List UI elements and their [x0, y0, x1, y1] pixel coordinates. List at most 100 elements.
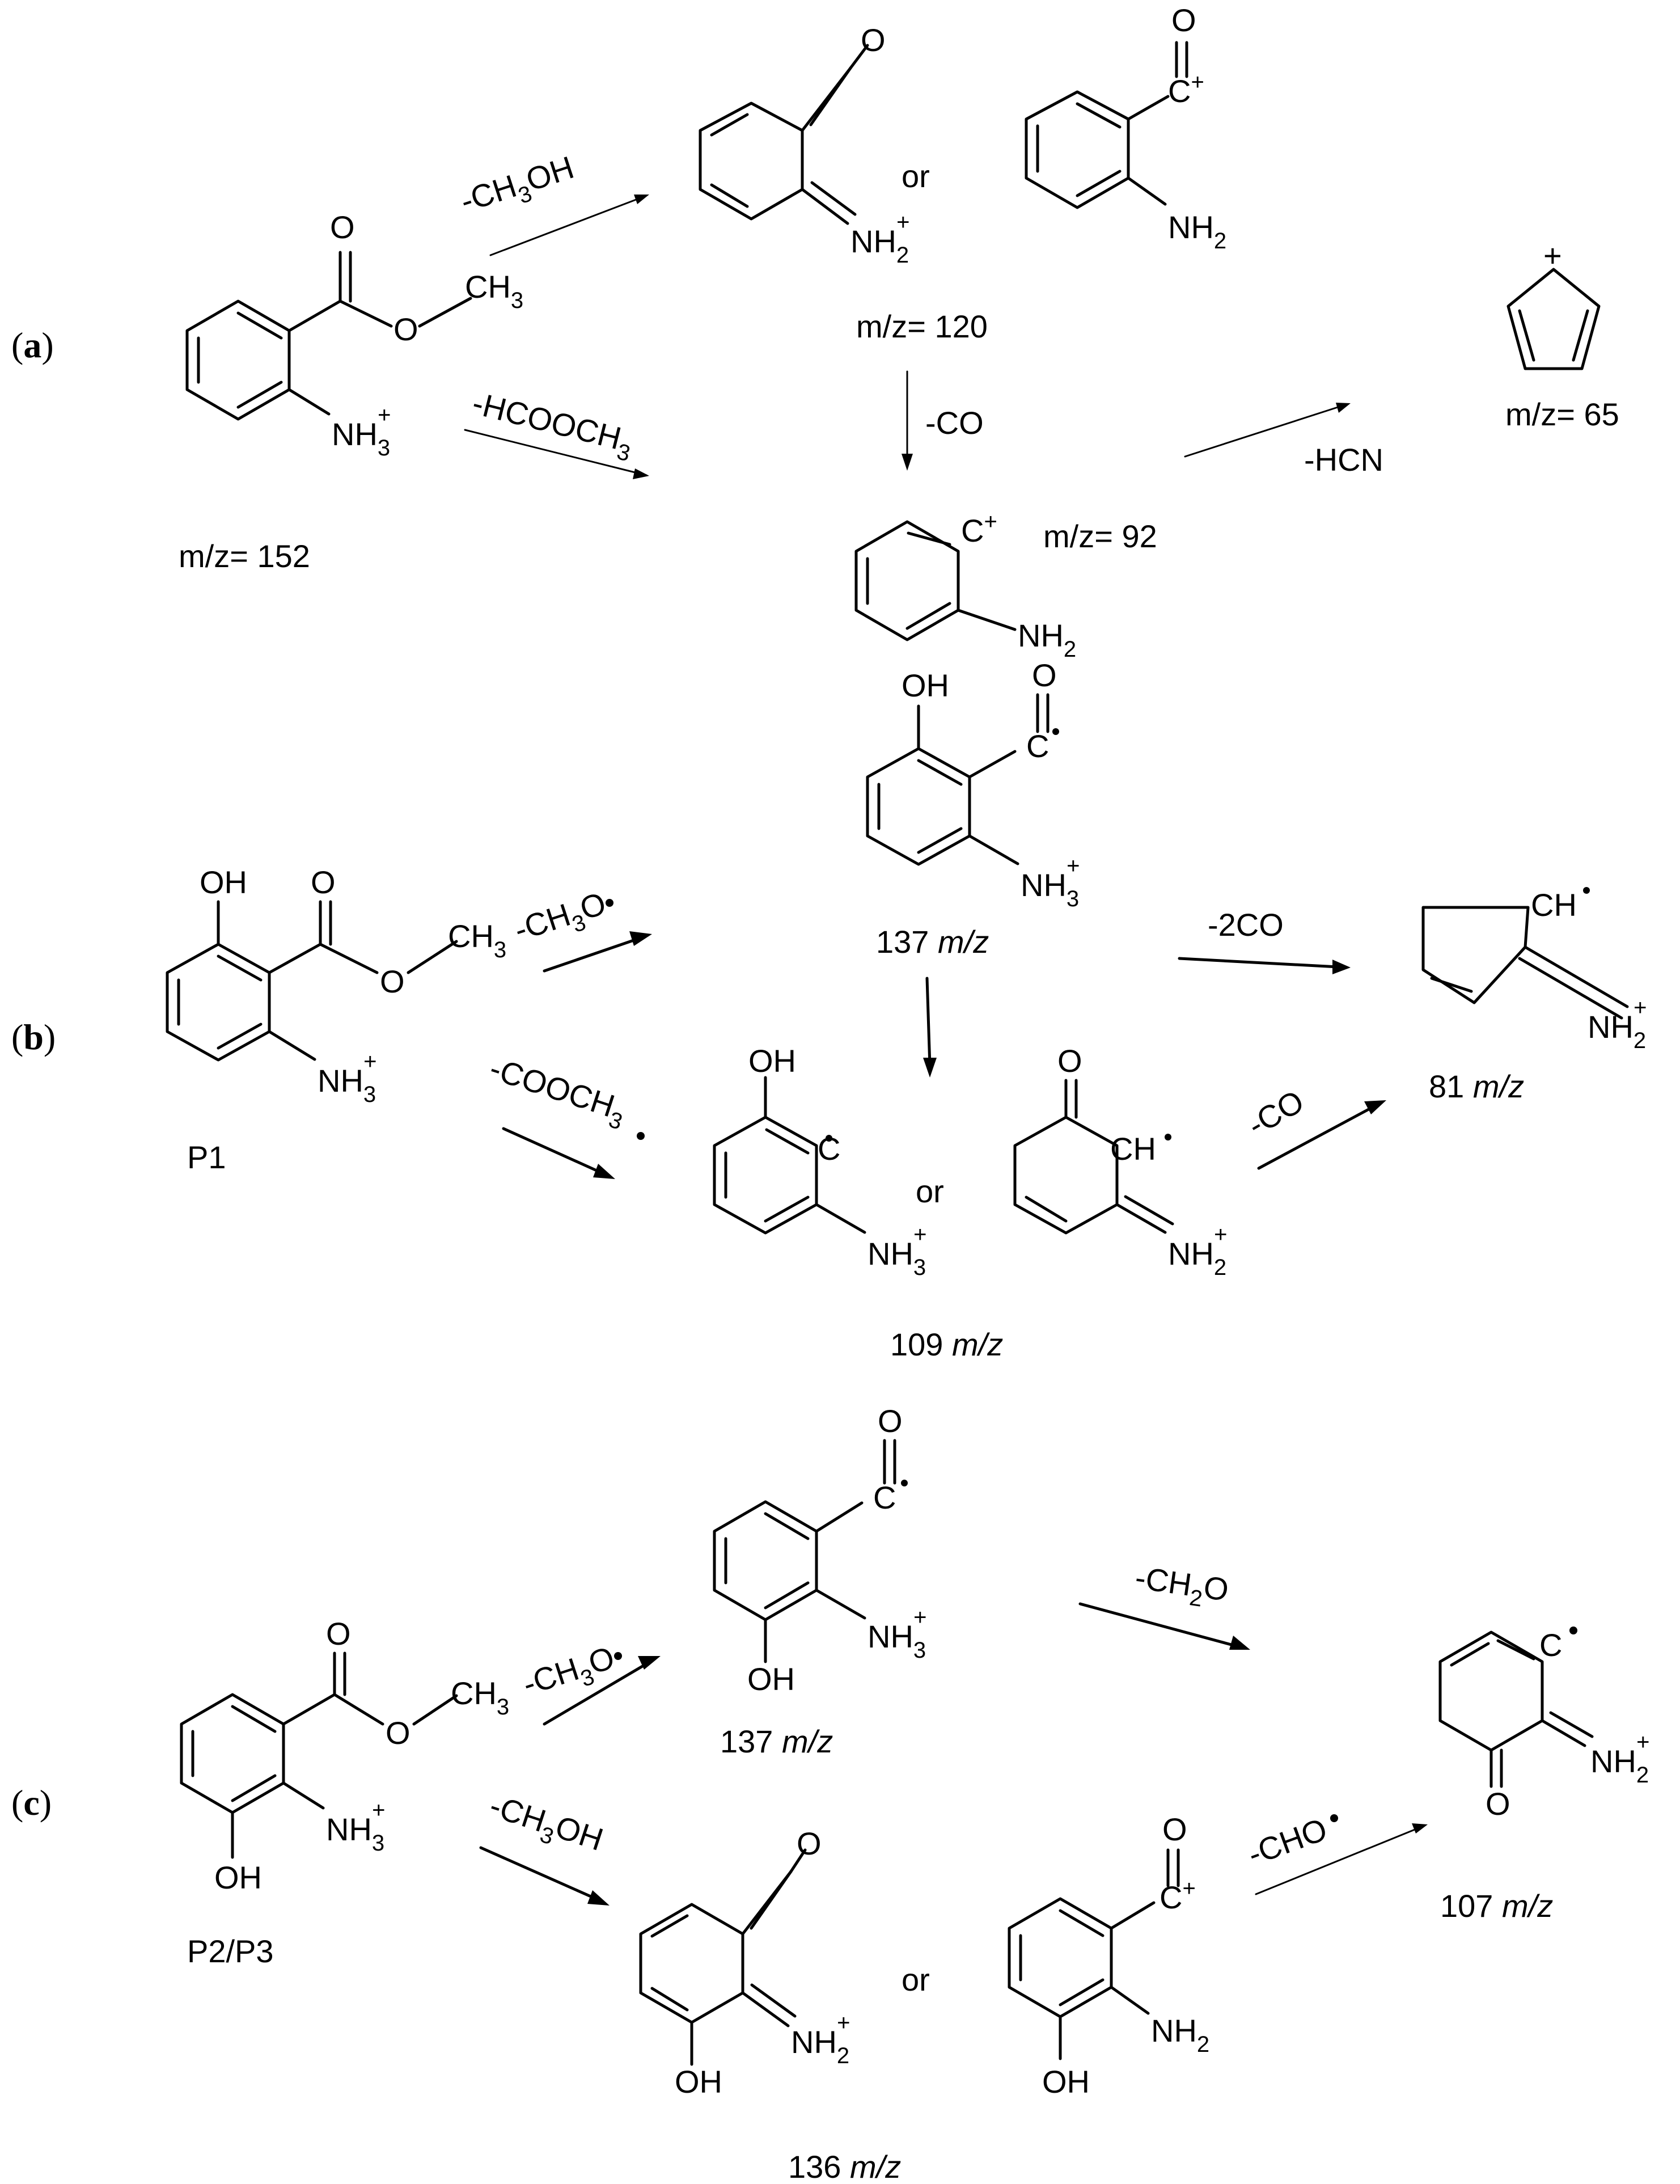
- arrow-loss-ch2o: [1078, 1602, 1250, 1650]
- atom-nh3-plus: NH3+: [867, 1605, 927, 1663]
- mz-label-137-b: 137 m/z: [876, 924, 989, 960]
- radical-dot: [826, 1135, 832, 1142]
- atom-c-plus: C+: [1168, 70, 1204, 109]
- loss-label-2co: -2CO: [1208, 907, 1284, 943]
- mz-label-120: m/z= 120: [856, 309, 988, 344]
- arrow-loss-co-a: [902, 370, 913, 471]
- structure-p2-p3: O O CH3 NH3+ OH: [180, 1616, 509, 1895]
- atom-c: C: [1026, 728, 1049, 764]
- atom-nh2: NH2: [1151, 2013, 1209, 2057]
- panel-label-b: (b): [11, 1017, 56, 1057]
- atom-o: O: [1171, 2, 1196, 38]
- structure-b-phenyl-radical-109: OH C NH3+: [713, 1043, 927, 1280]
- structure-iminium-ketene-form: O NH2+: [699, 22, 910, 268]
- atom-nh2: NH2: [1018, 618, 1076, 662]
- arrow-loss-ch3oh-a: [489, 195, 649, 256]
- atom-nh2-plus: NH2+: [791, 2010, 850, 2068]
- atom-nh3-plus: NH3+: [318, 1049, 377, 1107]
- atom-oh: OH: [748, 1043, 796, 1079]
- atom-o: O: [326, 1616, 351, 1651]
- radical-dot: [1052, 728, 1059, 735]
- radical-dot: [1569, 1627, 1577, 1634]
- mz-label-92: m/z= 92: [1043, 518, 1157, 554]
- structure-b-keto-iminium-109: O CH NH2+: [1013, 1043, 1228, 1280]
- structure-c-acylium-136: O C+ NH2 OH: [1008, 1811, 1209, 2099]
- structure-methyl-anthranilate-protonated: O O CH3 NH3+: [185, 209, 523, 461]
- or-label: or: [916, 1173, 944, 1209]
- structure-c-iminium-136: O NH2+ OH: [639, 1826, 850, 2099]
- loss-label-ch2o: -CH2O: [1132, 1559, 1231, 1615]
- atom-nh3-plus: NH3+: [326, 1798, 386, 1856]
- atom-ch: CH: [1110, 1131, 1156, 1167]
- mz-label-109: 109 m/z: [890, 1327, 1003, 1362]
- loss-label-cooch3: -COOCH3: [483, 1050, 631, 1134]
- charge-plus: +: [1543, 238, 1562, 273]
- atom-nh2-plus: NH2+: [850, 210, 910, 268]
- or-label: or: [902, 1962, 930, 1997]
- radical-dot: [1165, 1134, 1171, 1140]
- atom-oh: OH: [214, 1860, 262, 1895]
- atom-o: O: [861, 22, 886, 58]
- mz-label-65: m/z= 65: [1505, 396, 1619, 432]
- atom-oh: OH: [200, 864, 247, 900]
- atom-ch3: CH3: [448, 918, 506, 962]
- loss-label-ch3o: -CH3O: [518, 1639, 621, 1709]
- panel-label-a: (a): [11, 325, 54, 365]
- structure-b-acyl-radical-137: OH O C NH3+: [866, 657, 1080, 911]
- atom-o: O: [311, 864, 336, 900]
- panel-label-c: (c): [11, 1782, 52, 1823]
- mz-label-107: 107 m/z: [1440, 1888, 1553, 1924]
- atom-nh3-plus: NH3+: [867, 1222, 927, 1280]
- atom-o: O: [380, 964, 405, 999]
- atom-o: O: [1486, 1786, 1510, 1822]
- atom-c-plus: C+: [961, 509, 997, 548]
- atom-nh3-plus: NH3+: [332, 403, 391, 461]
- loss-label-hcooch3: -HCOOCH3: [467, 385, 637, 467]
- structure-cyclopentadienyl-cation: +: [1507, 238, 1601, 370]
- structure-c-quinone-iminium-107: C NH2+ O: [1438, 1627, 1650, 1822]
- structure-acylium-aminobenzoyl: O C+ NH2: [1025, 2, 1226, 254]
- arrow-loss-co-b: [1257, 1100, 1386, 1170]
- mz-label-137-c: 137 m/z: [720, 1723, 833, 1759]
- arrow-loss-ch3o-b: [543, 931, 652, 973]
- radical-dot: [901, 1480, 908, 1486]
- radical-dot: [1330, 1814, 1338, 1822]
- atom-oh: OH: [902, 668, 949, 703]
- structure-b-cyclopentenyl-iminium-81: CH NH2+: [1421, 887, 1647, 1053]
- atom-nh3-plus: NH3+: [1021, 854, 1080, 911]
- atom-o: O: [393, 311, 418, 347]
- loss-label-ch3oh-c: -CH3OH: [483, 1787, 607, 1864]
- atom-o: O: [797, 1826, 822, 1861]
- mz-label-136: 136 m/z: [788, 2149, 901, 2184]
- atom-o: O: [1032, 657, 1057, 693]
- atom-o: O: [386, 1715, 411, 1751]
- atom-nh2-plus: NH2+: [1588, 995, 1647, 1053]
- atom-oh: OH: [675, 2064, 722, 2099]
- radical-dot: [637, 1132, 645, 1140]
- radical-dot: [614, 1652, 622, 1660]
- atom-oh: OH: [1042, 2064, 1090, 2099]
- atom-o: O: [1162, 1811, 1187, 1847]
- atom-c-plus: C+: [1160, 1876, 1196, 1915]
- arrow-137-to-109: [923, 977, 937, 1078]
- atom-ch: CH: [1531, 887, 1577, 923]
- label-p2-p3: P2/P3: [187, 1933, 274, 1969]
- structure-p1: OH O O CH3 NH3+: [166, 864, 506, 1107]
- atom-nh2-plus: NH2+: [1168, 1222, 1228, 1280]
- mz-label-81: 81 m/z: [1429, 1068, 1524, 1104]
- loss-label-co: -CO: [925, 405, 984, 441]
- atom-o: O: [1057, 1043, 1082, 1079]
- arrow-loss-ch3o-c: [543, 1656, 661, 1726]
- atom-nh2-plus: NH2+: [1590, 1730, 1650, 1788]
- arrow-loss-ch3oh-c: [479, 1846, 610, 1906]
- loss-label-cho: -CHO: [1243, 1811, 1332, 1872]
- structure-aminophenyl-cation: C+ NH2: [854, 509, 1076, 662]
- radical-dot: [606, 899, 613, 907]
- atom-nh2: NH2: [1168, 209, 1226, 254]
- loss-label-ch3o: -CH3O: [510, 885, 612, 954]
- atom-c: C: [873, 1480, 896, 1515]
- arrow-loss-cho: [1255, 1823, 1428, 1895]
- arrow-loss-2co: [1178, 957, 1351, 974]
- radical-dot: [1583, 887, 1590, 894]
